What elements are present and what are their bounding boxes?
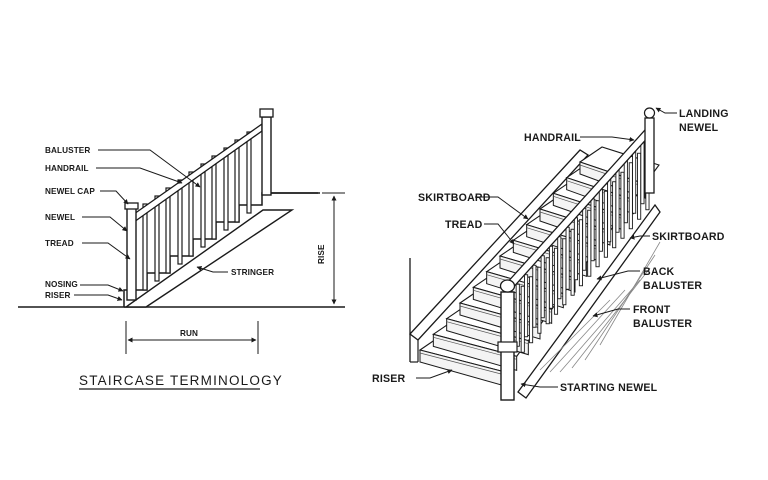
left-labels: BALUSTER HANDRAIL NEWEL CAP NEWEL TREAD …: [45, 146, 326, 338]
baluster-front: [578, 219, 583, 287]
baluster: [607, 179, 612, 243]
baluster-front: [537, 266, 542, 334]
baluster-front: [520, 285, 525, 353]
baluster: [557, 236, 562, 300]
baluster-front: [637, 152, 642, 220]
label-stringer: STRINGER: [231, 268, 274, 277]
right-labels: HANDRAIL LANDING NEWEL SKIRTBOARD TREAD …: [372, 108, 729, 394]
right-handrail-and-newels: [497, 107, 656, 401]
label-handrail-right: HANDRAIL: [524, 132, 581, 144]
left-staircase-drawing: [18, 108, 345, 308]
right-leader-lines: [416, 107, 677, 388]
rise-dimension: [322, 192, 345, 305]
label-skirtboard-top: SKIRTBOARD: [418, 192, 491, 204]
baluster: [548, 245, 554, 309]
label-newel: NEWEL: [45, 213, 75, 222]
label-handrail-left: HANDRAIL: [45, 164, 89, 173]
label-baluster: BALUSTER: [45, 146, 90, 155]
label-riser-right: RISER: [372, 373, 406, 385]
label-skirtboard-right: SKIRTBOARD: [652, 231, 725, 243]
label-tread-left: TREAD: [45, 239, 74, 248]
riser: [432, 333, 518, 371]
label-front: FRONT: [633, 304, 671, 316]
baluster: [524, 274, 529, 338]
baluster: [532, 264, 537, 328]
baluster: [623, 160, 628, 224]
baluster-front: [587, 209, 592, 277]
label-rise: RISE: [317, 244, 326, 264]
tread-nosing: [419, 352, 506, 376]
baluster: [515, 283, 520, 347]
diagram-caption: STAIRCASE TERMINOLOGY: [79, 373, 283, 388]
baluster: [582, 207, 587, 271]
tread-nosing: [446, 321, 529, 345]
baluster: [573, 217, 578, 281]
right-staircase-drawing: [409, 149, 661, 399]
baluster: [540, 255, 545, 319]
baluster-front: [620, 171, 625, 239]
label-back-baluster: BALUSTER: [643, 280, 702, 292]
run-dimension: [125, 321, 259, 354]
baluster-front: [529, 276, 534, 344]
baluster: [640, 141, 645, 205]
baluster: [565, 226, 570, 290]
label-back: BACK: [643, 266, 675, 278]
left-leader-lines: [74, 149, 228, 301]
baluster: [632, 150, 637, 214]
baluster: [615, 169, 620, 233]
label-tread-right: TREAD: [445, 219, 483, 231]
baluster-front: [612, 181, 617, 249]
baluster: [598, 188, 603, 252]
label-newel-cap: NEWEL CAP: [45, 187, 95, 196]
baluster-front: [603, 190, 608, 258]
label-riser-left: RISER: [45, 291, 71, 300]
label-run: RUN: [180, 329, 198, 338]
label-front-baluster: BALUSTER: [633, 318, 692, 330]
label-starting-newel: STARTING NEWEL: [560, 382, 658, 394]
baluster-front: [570, 228, 575, 296]
baluster-front: [553, 247, 559, 315]
baluster-front: [595, 200, 600, 268]
baluster-front: [562, 238, 567, 306]
baluster: [590, 198, 595, 262]
baluster-front: [545, 257, 550, 325]
label-landing-newel: NEWEL: [679, 122, 719, 134]
label-nosing: NOSING: [45, 280, 78, 289]
label-landing: LANDING: [679, 108, 729, 120]
baluster-front: [628, 162, 633, 230]
